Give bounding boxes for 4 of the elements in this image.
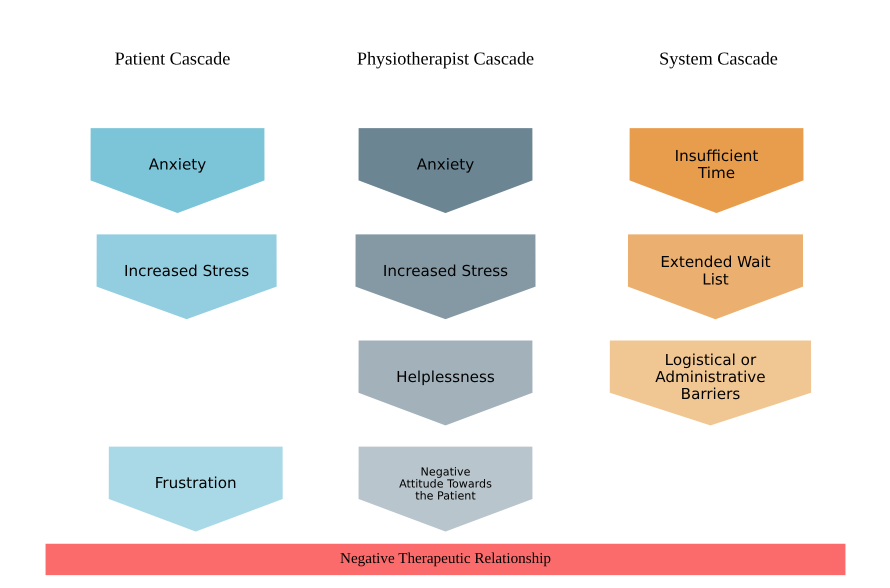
label: System Cascade: [658, 48, 778, 68]
label: Physiotherapist Cascade: [356, 48, 534, 68]
label: Patient Cascade: [114, 48, 230, 68]
node-box: Negative Therapeutic Relationship: [44, 542, 846, 576]
